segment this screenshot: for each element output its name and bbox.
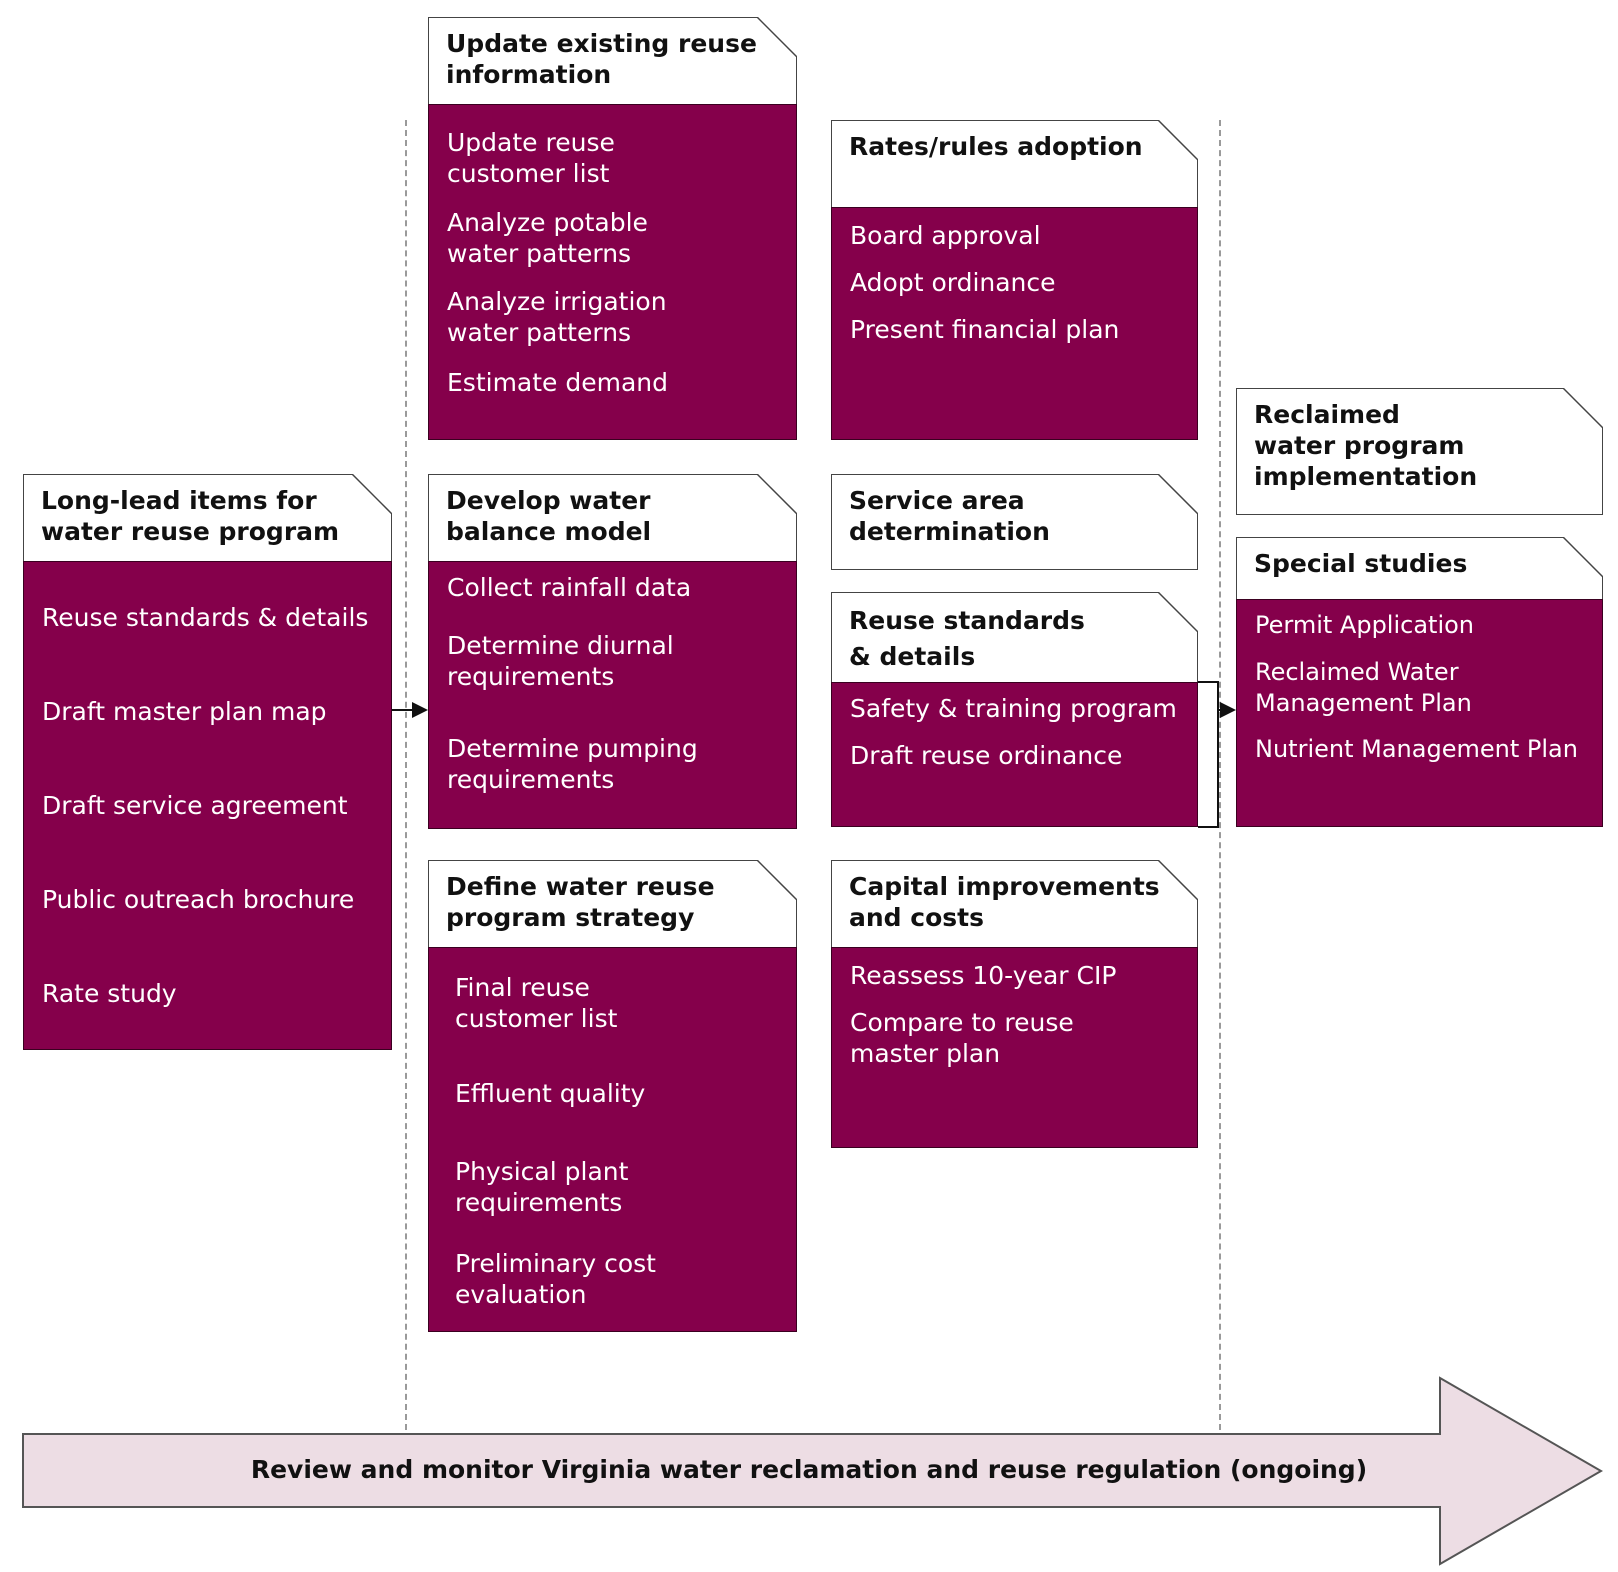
list-item: Safety & training program (850, 694, 1177, 723)
list-item: Adopt ordinance (850, 268, 1056, 297)
list-item: Final reuse customer list (455, 973, 618, 1033)
card-reuse-standards-details: Reuse standards & details Safety & train… (831, 592, 1198, 827)
list-item: Draft reuse ordinance (850, 741, 1123, 770)
arrowhead-reuse-to-special (1220, 702, 1236, 718)
list-item: Determine diurnal requirements (447, 631, 674, 691)
card-title: Define water reuse program strategy (446, 872, 715, 932)
list-item: Compare to reuse master plan (850, 1008, 1074, 1068)
list-item: Update reuse customer list (447, 128, 615, 188)
card-title: Service area determination (849, 486, 1050, 546)
list-item: Analyze irrigation water patterns (447, 287, 667, 347)
list-item: Preliminary cost evaluation (455, 1249, 656, 1309)
timeline-label: Review and monitor Virginia water reclam… (250, 1455, 1368, 1484)
card-title: Reclaimed water program implementation (1254, 400, 1478, 491)
card-title: Develop water balance model (446, 486, 652, 546)
list-item: Collect rainfall data (447, 573, 692, 602)
card-header: Capital improvements and costs (831, 860, 1198, 949)
card-rates-rules-adoption: Rates/rules adoption Board approval Adop… (831, 120, 1198, 440)
bracket-reuse-standards (1198, 681, 1219, 828)
list-item: Analyze potable water patterns (447, 208, 648, 268)
card-special-studies: Special studies Permit Application Recla… (1236, 537, 1603, 827)
card-service-area-determination: Service area determination (831, 474, 1198, 570)
card-header: Develop water balance model (428, 474, 797, 563)
card-program-implementation: Reclaimed water program implementation (1236, 388, 1603, 515)
card-body: Permit Application Reclaimed Water Manag… (1236, 599, 1603, 827)
card-header: Special studies (1236, 537, 1603, 601)
card-header: Reuse standards & details (831, 592, 1198, 684)
card-body: Board approval Adopt ordinance Present f… (831, 207, 1198, 440)
card-develop-water-balance: Develop water balance model Collect rain… (428, 474, 797, 829)
card-title: Capital improvements and costs (849, 872, 1160, 932)
card-title: Rates/rules adoption (849, 132, 1143, 161)
card-title: Special studies (1254, 549, 1468, 578)
card-header: Update existing reuse information (428, 17, 797, 106)
phase-divider-1 (405, 120, 407, 1430)
list-item: Board approval (850, 221, 1041, 250)
list-item: Permit Application (1255, 611, 1475, 639)
card-title: Long-lead items for water reuse program (41, 486, 340, 546)
card-define-program-strategy: Define water reuse program strategy Fina… (428, 860, 797, 1332)
phase-divider-2 (1219, 120, 1221, 1430)
list-item: Reassess 10-year CIP (850, 961, 1117, 990)
card-body: Final reuse customer list Effluent quali… (428, 947, 797, 1332)
card-body: Reuse standards & details Draft master p… (23, 561, 392, 1050)
list-item: Physical plant requirements (455, 1157, 629, 1217)
list-item: Effluent quality (455, 1079, 646, 1108)
card-long-lead-items: Long-lead items for water reuse program … (23, 474, 392, 1050)
card-body: Collect rainfall data Determine diurnal … (428, 561, 797, 829)
arrowhead-longlead-to-balance (412, 702, 428, 718)
card-body: Reassess 10-year CIP Compare to reuse ma… (831, 947, 1198, 1148)
card-body: Safety & training program Draft reuse or… (831, 682, 1198, 827)
list-item: Present financial plan (850, 315, 1120, 344)
card-title: Reuse standards & details (849, 606, 1085, 671)
list-item: Draft service agreement (42, 791, 348, 820)
list-item: Reclaimed Water Management Plan (1255, 658, 1472, 717)
card-capital-improvements: Capital improvements and costs Reassess … (831, 860, 1198, 1148)
card-header: Long-lead items for water reuse program (23, 474, 392, 563)
list-item: Reuse standards & details (42, 603, 369, 632)
card-header: Service area determination (831, 474, 1198, 570)
list-item: Public outreach brochure (42, 885, 355, 914)
card-title: Update existing reuse information (446, 29, 757, 89)
card-header: Reclaimed water program implementation (1236, 388, 1603, 515)
list-item: Nutrient Management Plan (1255, 735, 1578, 763)
list-item: Rate study (42, 979, 177, 1008)
list-item: Determine pumping requirements (447, 734, 698, 794)
card-header: Rates/rules adoption (831, 120, 1198, 209)
card-update-existing-reuse-info: Update existing reuse information Update… (428, 17, 797, 440)
list-item: Estimate demand (447, 368, 669, 397)
list-item: Draft master plan map (42, 697, 327, 726)
card-body: Update reuse customer list Analyze potab… (428, 104, 797, 440)
card-header: Define water reuse program strategy (428, 860, 797, 949)
